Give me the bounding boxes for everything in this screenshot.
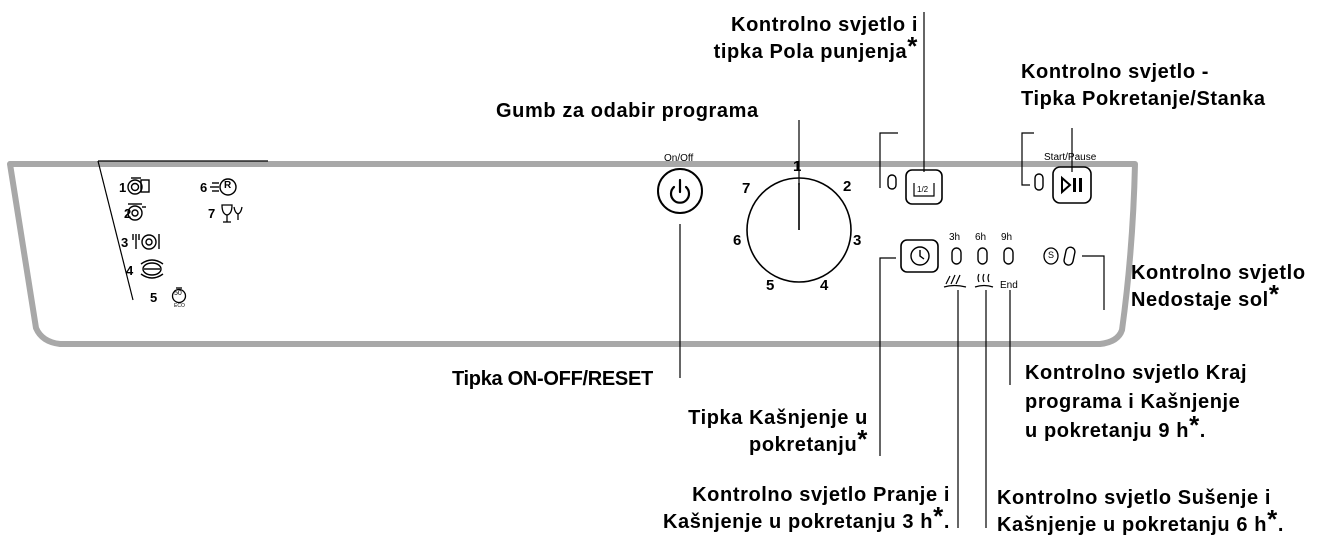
dial-number-7: 7 [742, 180, 751, 197]
leader-start-pause-led [1021, 132, 1034, 186]
asterisk: * [1267, 504, 1278, 534]
power-icon [669, 178, 691, 204]
half-load-icon-text: 1/2 [917, 185, 929, 194]
label-wash-delay-suffix: . [943, 511, 950, 533]
drying-icon [974, 273, 994, 288]
label-program-knob: Gumb za odabir programa [496, 100, 759, 122]
dial-number-2: 2 [843, 178, 852, 195]
normal-pot-icon [127, 203, 146, 221]
delay-9h-text: 9h [1001, 232, 1013, 243]
label-wash-delay-line1: Kontrolno svjetlo Pranje i [692, 484, 950, 506]
leader-salt [1082, 255, 1105, 310]
program-list-side-line [97, 160, 134, 301]
dial-number-6: 6 [733, 232, 742, 249]
label-delay-button: Tipka Kašnjenje u pokretanju* [600, 405, 868, 459]
dial-number-4: 4 [820, 277, 829, 294]
clock-icon [910, 246, 930, 266]
rapid-text: R [224, 180, 232, 191]
led-6h [977, 247, 988, 265]
asterisk: * [1268, 279, 1280, 309]
program-number-3: 3 [121, 235, 129, 250]
heavy-pots-icon [127, 177, 150, 195]
label-dry-delay-line1: Kontrolno svjetlo Sušenje i [997, 487, 1272, 509]
rapid-icon [210, 178, 237, 196]
led-3h [951, 247, 962, 265]
leader-half-load-led [879, 132, 898, 188]
on-off-text: On/Off [664, 153, 694, 164]
program-number-5: 5 [150, 290, 158, 305]
label-on-off-reset: Tipka ON-OFF/RESET [452, 368, 653, 390]
label-wash-delay: Kontrolno svjetlo Pranje i Kašnjenje u p… [560, 482, 950, 536]
label-start-pause: Kontrolno svjetlo - Tipka Pokretanje/Sta… [1021, 59, 1266, 113]
salt-led [1063, 246, 1076, 266]
label-salt: Kontrolno svjetlo Nedostaje sol* [1131, 260, 1306, 314]
label-dry-delay: Kontrolno svjetlo Sušenje i Kašnjenje u … [997, 485, 1284, 539]
dial-number-3: 3 [853, 232, 862, 249]
label-half-load-line1: Kontrolno svjetlo i [731, 14, 918, 36]
program-number-2: 2 [124, 206, 132, 221]
asterisk: * [907, 31, 918, 61]
label-end-delay: Kontrolno svjetlo Kraj programa i Kašnje… [1025, 359, 1247, 446]
play-pause-icon [1061, 175, 1082, 195]
program-number-6: 6 [200, 180, 208, 195]
dial-number-1: 1 [793, 158, 802, 175]
delay-3h-text: 3h [949, 232, 961, 243]
start-pause-button[interactable] [1052, 166, 1092, 204]
glass-icon [221, 204, 243, 223]
asterisk: * [857, 424, 868, 454]
label-end-delay-suffix: . [1199, 420, 1206, 442]
label-start-pause-line1: Kontrolno svjetlo - [1021, 61, 1210, 83]
control-panel-outline [7, 161, 1138, 347]
program-number-7: 7 [208, 206, 216, 221]
quick-wash-icon [140, 259, 164, 279]
led-9h [1003, 247, 1014, 265]
wash-icon [943, 274, 967, 288]
program-number-1: 1 [119, 180, 127, 195]
label-start-pause-line2: Tipka Pokretanje/Stanka [1021, 88, 1266, 110]
label-wash-delay-line2: Kašnjenje u pokretanju 3 h [663, 511, 934, 533]
eco-50-icon [171, 287, 187, 304]
label-end-delay-line1: Kontrolno svjetlo Kraj [1025, 362, 1248, 384]
label-end-delay-line3: u pokretanju 9 h [1025, 420, 1190, 442]
salt-icon-text: S [1048, 250, 1055, 260]
delay-6h-text: 6h [975, 232, 987, 243]
label-salt-line2: Nedostaje sol [1131, 289, 1269, 311]
start-pause-led [1034, 173, 1044, 191]
label-salt-line1: Kontrolno svjetlo [1131, 262, 1306, 284]
eco-50-text: 50 [174, 290, 182, 297]
asterisk: * [933, 501, 944, 531]
start-pause-text: Start/Pause [1044, 152, 1097, 163]
label-half-load: Kontrolno svjetlo i tipka Pola punjenja* [660, 12, 918, 66]
half-load-led [887, 174, 897, 190]
label-end-delay-line2: programa i Kašnjenje [1025, 391, 1241, 413]
asterisk: * [1189, 410, 1200, 440]
program-number-4: 4 [126, 263, 134, 278]
end-text: End [1000, 280, 1018, 291]
eco-sub-text: ECO [174, 303, 185, 309]
leader-delay-button [879, 257, 896, 456]
cutlery-plate-icon [132, 234, 160, 250]
label-dry-delay-line2: Kašnjenje u pokretanju 6 h [997, 514, 1268, 536]
label-delay-button-line2: pokretanju [749, 434, 858, 456]
label-dry-delay-suffix: . [1277, 514, 1284, 536]
label-delay-button-line1: Tipka Kašnjenje u [688, 407, 868, 429]
dial-number-5: 5 [766, 277, 775, 294]
salt-icon [1043, 247, 1059, 265]
label-half-load-line2: tipka Pola punjenja [713, 41, 908, 63]
half-load-icon [913, 183, 935, 197]
